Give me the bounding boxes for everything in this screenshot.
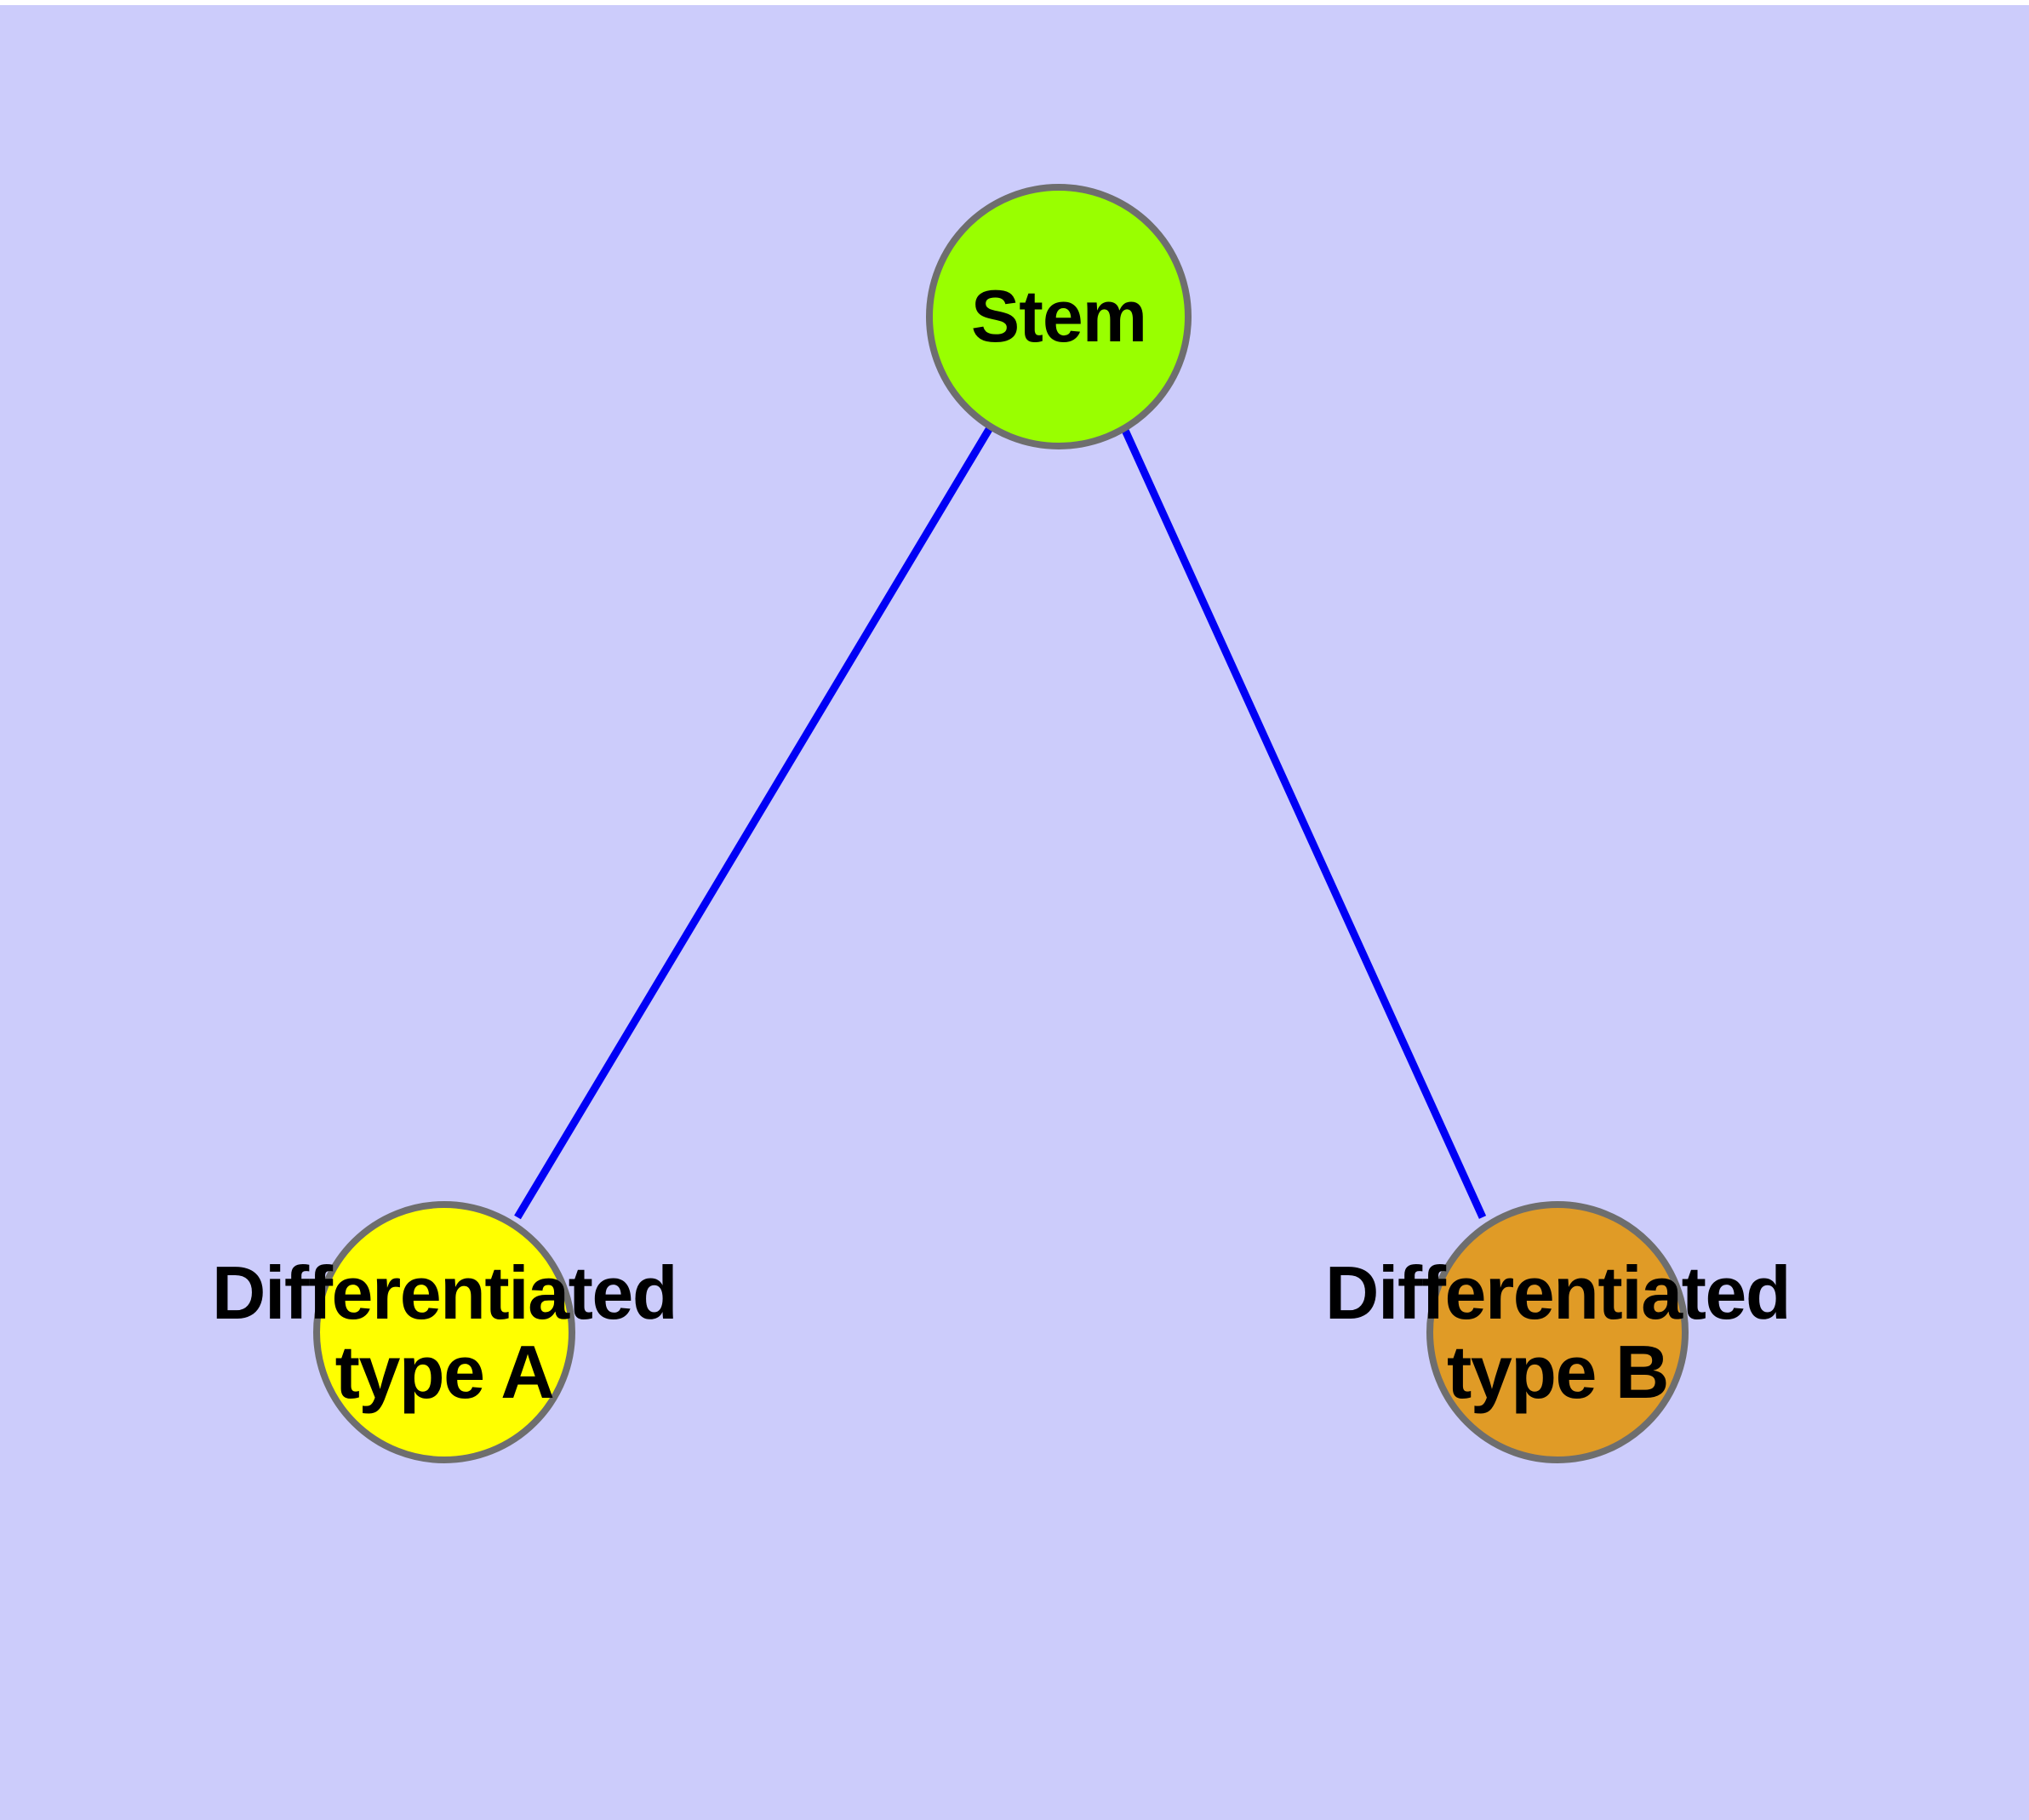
node-differentiated-type-b[interactable] xyxy=(1426,1201,1689,1463)
edge-group xyxy=(514,424,1487,1220)
node-differentiated-type-a[interactable] xyxy=(313,1201,575,1463)
node-group xyxy=(313,184,1689,1463)
edge-stem-to-diff-a[interactable] xyxy=(514,424,994,1220)
edge-stem-to-diff-b[interactable] xyxy=(1119,425,1487,1219)
node-stem[interactable] xyxy=(926,184,1192,449)
